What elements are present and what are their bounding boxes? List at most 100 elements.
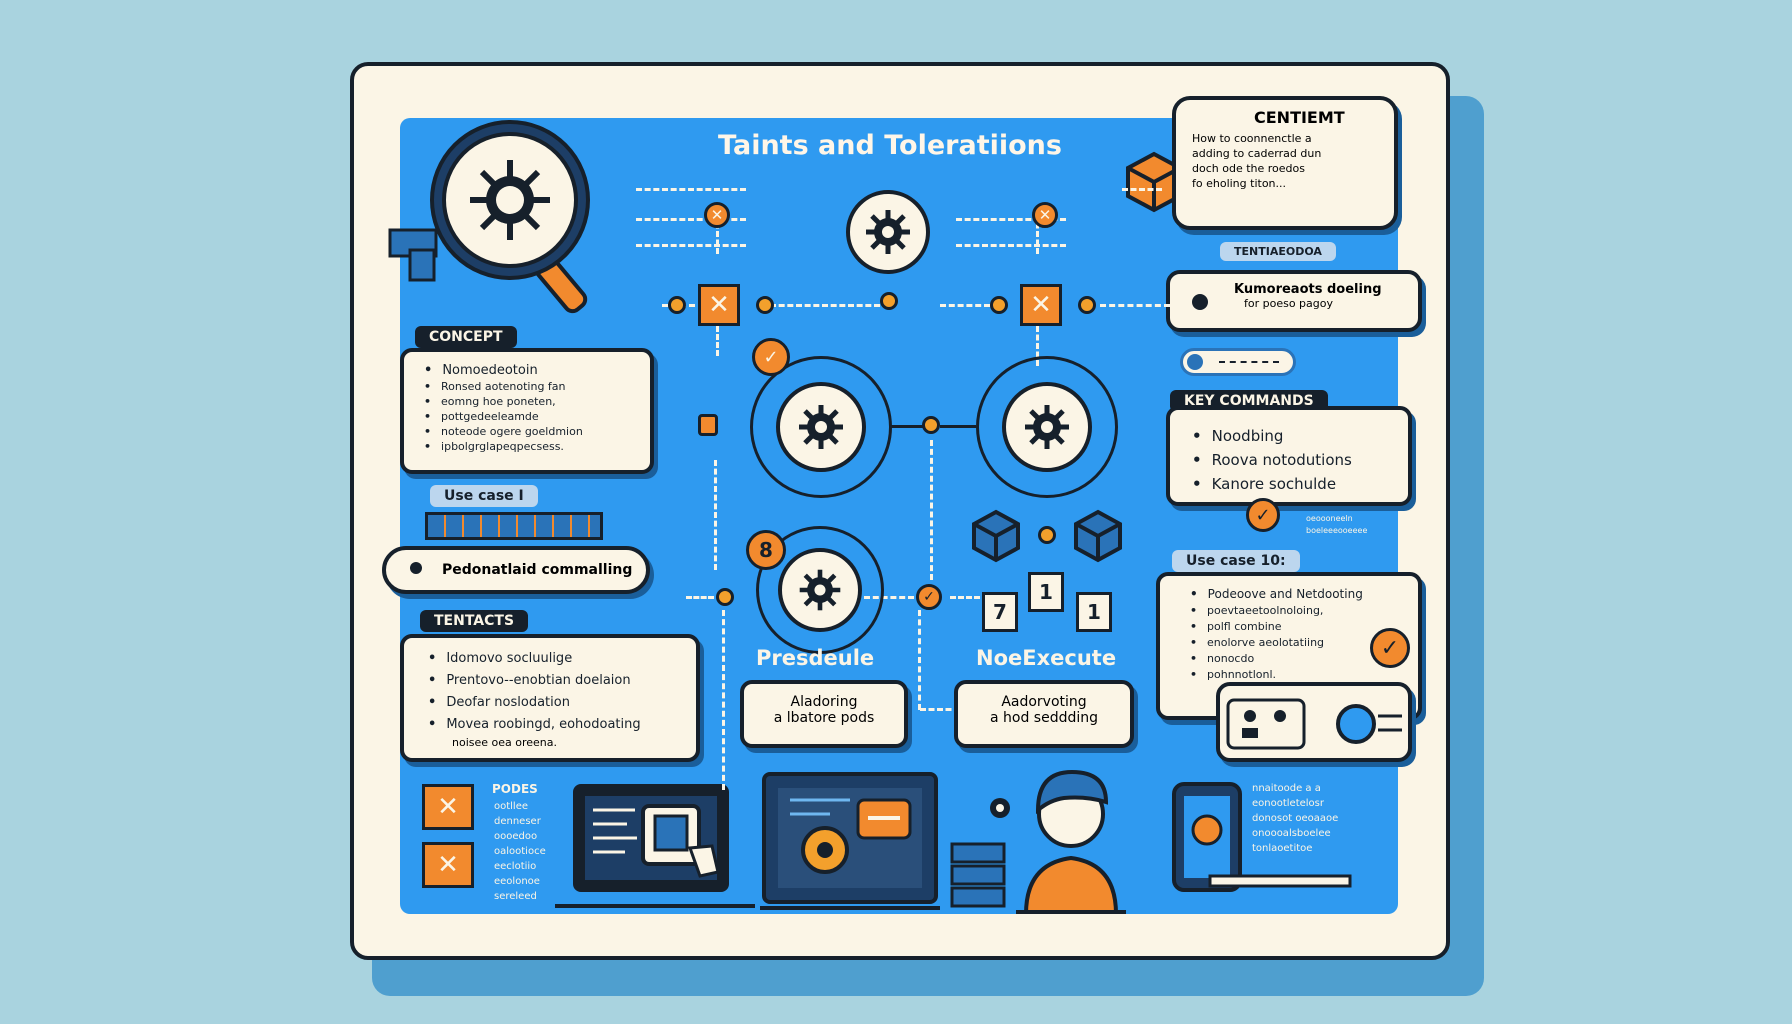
noexecute-ring [976, 356, 1118, 498]
checkmark-badge-icon: ✓ [1370, 628, 1410, 668]
key-commands-list: Noodbing Roova notodutions Kanore sochul… [1192, 424, 1398, 496]
pod-x-icon-2: ✕ [422, 842, 474, 888]
dash-line [714, 460, 717, 570]
tentacts-card: Idomovo socluulige Prentovo--enobtian do… [400, 634, 700, 762]
dash-line [686, 596, 714, 599]
concept-card: Nomoedeotoin Ronsed aotenoting fan eomng… [400, 348, 654, 474]
count-box: 1 [1028, 572, 1064, 612]
flame-icon [698, 414, 718, 436]
centiemt-title: CENTIEMT [1254, 108, 1345, 127]
toggle-switch[interactable] [1180, 348, 1296, 376]
pods-line: oooedoo [494, 831, 538, 842]
dash-line [636, 244, 746, 247]
use-case-left-pill[interactable]: Pedonatlaid commalling [382, 546, 650, 594]
person-avatar [1016, 769, 1126, 914]
dash-line [956, 244, 1066, 247]
centiemt-card: CENTIEMT How to coonnenctle a adding to … [1172, 96, 1398, 230]
pods-line: ootllee [494, 801, 529, 812]
node-cube-icon [1074, 509, 1122, 563]
taint-box-left: ✕ [698, 284, 740, 326]
connector-line [890, 425, 924, 428]
count-box: 7 [982, 592, 1018, 632]
noexecute-card: Aadorvoting a hod seddding [954, 680, 1134, 748]
centiemt-line: How to coonnenctle a [1192, 132, 1312, 145]
dash-line [1036, 214, 1039, 254]
connector-check-icon: ✓ [916, 584, 942, 610]
use-case-right-item: poevtaeetoolnoloing, [1190, 603, 1408, 619]
use-case-right-item: pohnnotlonl. [1190, 667, 1408, 683]
tiny-right-text: boeleeeooeeee [1306, 526, 1368, 535]
connector-dot [756, 296, 774, 314]
concept-item: Nomoedeotoin [424, 362, 638, 379]
use-case-right-item: enolorve aeolotatiing [1190, 635, 1408, 651]
dash-line [956, 218, 1066, 221]
right-note-line: donosot oeoaaoe [1252, 813, 1339, 824]
concept-item: pottgedeeleamde [424, 409, 638, 424]
dash-line [722, 610, 725, 790]
phone-pen-icon [1172, 782, 1352, 892]
server-stack-icon [950, 842, 1006, 908]
computer-terminal-icon [555, 784, 755, 908]
count-box: 1 [1076, 592, 1112, 632]
node-gear-glyph [799, 405, 843, 449]
connector-dot [922, 416, 940, 434]
concept-tab: CONCEPT [415, 326, 517, 348]
taint-x-marker-right: ✕ [1032, 202, 1058, 228]
connector-dot [880, 292, 898, 310]
concept-item: Ronsed aotenoting fan [424, 379, 638, 394]
key-command-item: Roova notodutions [1192, 448, 1398, 472]
use-case-right-list: Podeoove and Netdooting poevtaeetoolnolo… [1190, 586, 1408, 683]
dash-line [770, 304, 880, 307]
centiemt-line: fo eholing titon... [1192, 177, 1287, 190]
kubernetes-pill[interactable]: Kumoreaots doeling for poeso pagoy [1166, 270, 1422, 332]
pill-dot-icon [1192, 294, 1208, 310]
connector-dot [990, 296, 1008, 314]
centiemt-tab: TENTIAEODOA [1220, 242, 1336, 261]
use-case-right-item: nonocdo [1190, 651, 1408, 667]
use-case-right-item: polfl combine [1190, 619, 1408, 635]
node-gear-glyph [799, 569, 841, 611]
dash-line [662, 304, 722, 307]
monitor-chat-icon [760, 772, 940, 910]
top-node-icon [846, 190, 930, 274]
key-commands-card: Noodbing Roova notodutions Kanore sochul… [1166, 406, 1412, 506]
dash-line [950, 596, 980, 599]
dash-line [1036, 326, 1039, 366]
preschedule-card-line: a lbatore pods [773, 710, 875, 726]
centiemt-line: doch ode the roedos [1192, 162, 1305, 175]
dash-line [636, 188, 746, 191]
dash-line [920, 708, 960, 711]
tentacts-item: Movea roobingd, eohodoating [428, 714, 686, 736]
dash-line [930, 440, 933, 580]
pods-line: denneser [494, 816, 541, 827]
pods-line: sereleed [494, 891, 537, 902]
key-command-item: Noodbing [1192, 424, 1398, 448]
node-cube-icon [972, 509, 1020, 563]
kubernetes-line2: for poeso pagoy [1244, 297, 1334, 310]
pill-dot-icon [410, 562, 422, 574]
concept-item: eomng hoe poneten, [424, 394, 638, 409]
dash-line [1122, 188, 1162, 191]
check-icon: ✓ [1246, 498, 1280, 532]
dash-line [1100, 304, 1170, 307]
toggle-track-line [1219, 361, 1279, 363]
use-case-right-tab: Use case 10: [1172, 550, 1300, 572]
settings-widget[interactable] [1216, 682, 1412, 762]
key-command-item: Kanore sochulde [1192, 472, 1398, 496]
dash-line [716, 326, 719, 356]
dash-line [716, 214, 719, 254]
connector-dot [668, 296, 686, 314]
page-title: Taints and Toleratiions [718, 130, 1062, 161]
id-card-icon [1226, 698, 1306, 750]
tentacts-item: Deofar noslodation [428, 692, 686, 714]
connector-dot [716, 588, 734, 606]
tentacts-item: Idomovo socluulige [428, 648, 686, 670]
step-number-badge: 8 [746, 530, 786, 570]
connector-line [940, 425, 976, 428]
pods-title: PODES [492, 782, 538, 796]
tentacts-extra: noisee oea oreena. [452, 736, 558, 749]
taint-box-right: ✕ [1020, 284, 1062, 326]
toggle-knob [1187, 354, 1203, 370]
noexecute-node [1002, 382, 1092, 472]
tentacts-list: Idomovo socluulige Prentovo--enobtian do… [428, 648, 686, 736]
